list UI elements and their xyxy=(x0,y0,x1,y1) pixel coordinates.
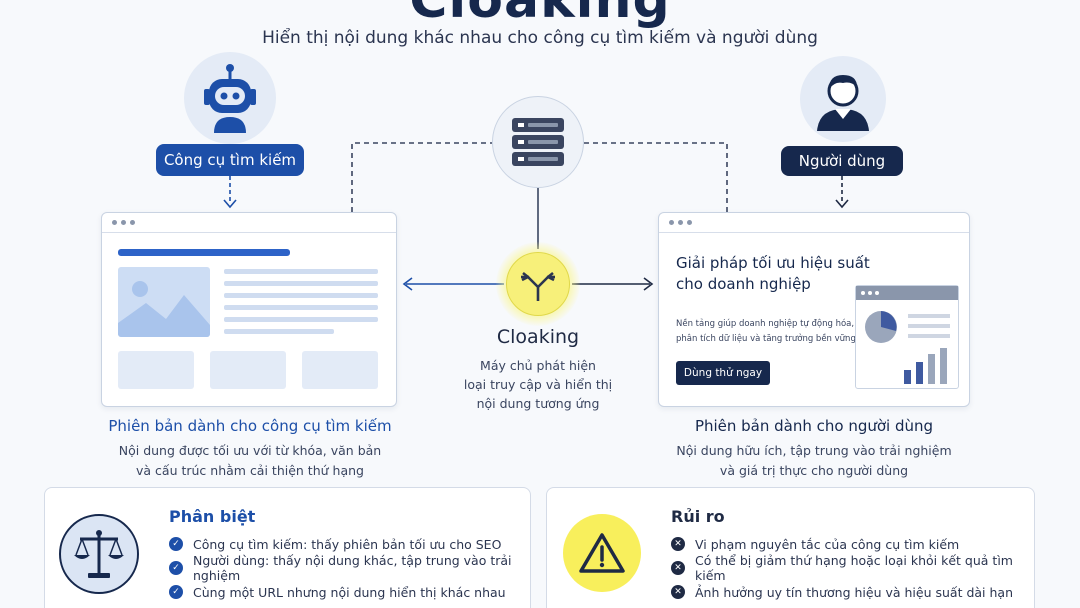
headline-line: Giải pháp tối ưu hiệu suất xyxy=(676,254,870,272)
list-item: ✕Có thể bị giảm thứ hạng hoặc loại khỏi … xyxy=(671,553,1034,583)
browser-titlebar xyxy=(102,213,396,233)
seo-version-description: Nội dung được tối ưu với từ khóa, văn bả… xyxy=(60,441,440,481)
list-item: ✓Cùng một URL nhưng nội dung hiển thị kh… xyxy=(169,580,530,604)
risk-panel: Rủi ro ✕Vi phạm nguyên tắc của công cụ t… xyxy=(546,487,1035,608)
split-arrows-icon xyxy=(506,252,570,316)
user-icon xyxy=(800,56,886,142)
scales-icon xyxy=(59,514,139,594)
list-item: ✓Công cụ tìm kiếm: thấy phiên bản tối ưu… xyxy=(169,532,530,556)
body-line: Nền tảng giúp doanh nghiệp tự động hóa, xyxy=(676,319,855,329)
cloaking-desc-line: Máy chủ phát hiện xyxy=(480,358,596,373)
page-subtitle: Hiển thị nội dung khác nhau cho công cụ … xyxy=(262,28,818,48)
server-icon xyxy=(492,96,584,188)
browser-titlebar xyxy=(659,213,969,233)
cloaking-desc-line: nội dung tương ứng xyxy=(476,396,600,411)
check-icon: ✓ xyxy=(169,537,183,551)
headline-bar xyxy=(118,249,290,256)
x-circle-icon: ✕ xyxy=(671,561,685,575)
search-engine-label: Công cụ tìm kiếm xyxy=(156,144,304,176)
headline-line: cho doanh nghiệp xyxy=(676,275,811,293)
warning-icon xyxy=(563,514,641,592)
list-item: ✓Người dùng: thấy nội dung khác, tập tru… xyxy=(169,553,530,583)
risk-title: Rủi ro xyxy=(671,507,725,526)
cloaking-label: Cloaking xyxy=(496,326,580,348)
list-item: ✕Vi phạm nguyên tắc của công cụ tìm kiếm xyxy=(671,532,1034,556)
user-desc-line: Nội dung hữu ích, tập trung vào trải ngh… xyxy=(676,443,952,458)
user-desc-line: và giá trị thực cho người dùng xyxy=(719,463,909,478)
x-circle-icon: ✕ xyxy=(671,585,685,599)
seo-desc-line: Nội dung được tối ưu với từ khóa, văn bả… xyxy=(118,443,382,458)
check-icon: ✓ xyxy=(169,585,183,599)
try-now-button[interactable]: Dùng thử ngay xyxy=(676,361,770,385)
difference-panel: Phân biệt ✓Công cụ tìm kiếm: thấy phiên … xyxy=(44,487,531,608)
pie-chart-icon xyxy=(865,311,897,343)
difference-title: Phân biệt xyxy=(169,507,256,526)
user-page-mockup: Giải pháp tối ưu hiệu suất cho doanh ngh… xyxy=(658,212,970,407)
content-block xyxy=(118,351,194,389)
user-page-body: Nền tảng giúp doanh nghiệp tự động hóa, … xyxy=(676,317,859,347)
x-circle-icon: ✕ xyxy=(671,537,685,551)
dashboard-mockup xyxy=(855,285,959,389)
seo-version-title: Phiên bản dành cho công cụ tìm kiếm xyxy=(108,417,392,435)
image-placeholder-icon xyxy=(118,267,210,337)
user-version-title: Phiên bản dành cho người dùng xyxy=(694,417,934,435)
user-label: Người dùng xyxy=(781,146,903,176)
body-line: phân tích dữ liệu và tăng trưởng bền vữn… xyxy=(676,334,859,344)
cloaking-desc-line: loại truy cập và hiển thị xyxy=(463,377,613,392)
list-item: ✕Ảnh hưởng uy tín thương hiệu và hiệu su… xyxy=(671,580,1034,604)
user-page-headline: Giải pháp tối ưu hiệu suất cho doanh ngh… xyxy=(676,253,870,295)
page-title: Cloaking xyxy=(409,0,671,30)
robot-icon xyxy=(184,52,276,144)
seo-desc-line: và cấu trúc nhằm cải thiện thứ hạng xyxy=(136,463,364,478)
bar-chart-icon xyxy=(904,348,947,384)
content-block xyxy=(210,351,286,389)
risk-list: ✕Vi phạm nguyên tắc của công cụ tìm kiếm… xyxy=(671,532,1034,604)
cloaking-description: Máy chủ phát hiện loại truy cập và hiển … xyxy=(438,356,638,413)
difference-list: ✓Công cụ tìm kiếm: thấy phiên bản tối ưu… xyxy=(169,532,530,604)
check-icon: ✓ xyxy=(169,561,183,575)
content-block xyxy=(302,351,378,389)
user-version-description: Nội dung hữu ích, tập trung vào trải ngh… xyxy=(614,441,1014,481)
seo-page-mockup xyxy=(101,212,397,407)
